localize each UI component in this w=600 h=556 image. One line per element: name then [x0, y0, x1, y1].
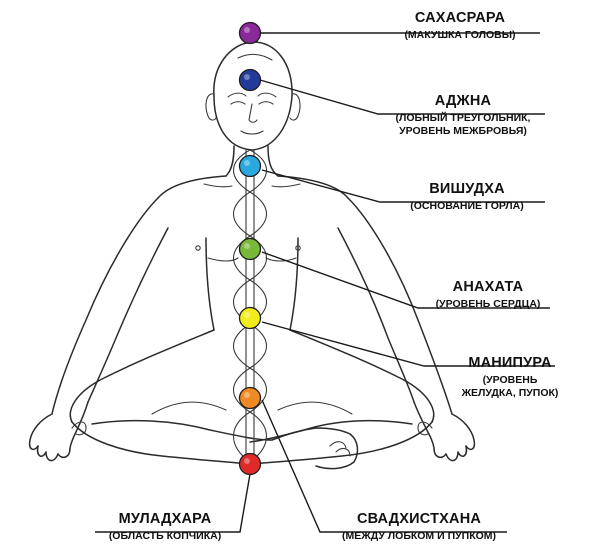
label-svadhisthana: СВАДХИСТХАНА (МЕЖДУ ЛОБКОМ И ПУПКОМ): [316, 511, 522, 543]
label-vishuddha: ВИШУДХА (ОСНОВАНИЕ ГОРЛА): [374, 181, 560, 213]
label-sahasrara: САХАСРАРА (МАКУШКА ГОЛОВЫ): [352, 10, 568, 42]
chakra-dot-highlight: [244, 243, 250, 249]
chakra-location: (ОСНОВАНИЕ ГОРЛА): [410, 200, 524, 213]
chakra-location: (ОБЛАСТЬ КОПЧИКА): [108, 530, 222, 543]
label-manipura: МАНИПУРА (УРОВЕНЬ ЖЕЛУДКА, ПУПОК): [444, 355, 576, 399]
chakra-dot-muladhara: [238, 452, 262, 476]
chakra-dot-highlight: [244, 392, 250, 398]
chakra-location: УРОВЕНЬ МЕЖБРОВЬЯ): [399, 124, 527, 137]
leader-anahata: [261, 251, 550, 309]
leader-ajna: [259, 79, 545, 115]
chakra-location: (УРОВЕНЬ СЕРДЦА): [435, 298, 541, 311]
label-anahata: АНАХАТА (УРОВЕНЬ СЕРДЦА): [412, 279, 564, 311]
chakra-dot-svadhisthana: [238, 386, 262, 410]
arms-sketch: [51, 197, 453, 415]
chakra-name: ВИШУДХА: [429, 181, 505, 197]
chakra-location: (УРОВЕНЬ: [482, 374, 538, 387]
chakra-dot-ajna: [238, 68, 262, 92]
leader-muladhara: [95, 473, 251, 533]
chakra-name: СВАДХИСТХАНА: [356, 511, 482, 527]
chakra-location: (МАКУШКА ГОЛОВЫ): [404, 29, 516, 42]
label-ajna: АДЖНА (ЛОБНЫЙ ТРЕУГОЛЬНИК, УРОВЕНЬ МЕЖБР…: [366, 93, 560, 137]
chakra-dot-highlight: [244, 312, 250, 318]
head-sketch: [205, 41, 301, 151]
chakra-location: ЖЕЛУДКА, ПУПОК): [461, 386, 559, 399]
chakra-name: АДЖНА: [434, 93, 492, 109]
chakra-dots: [238, 21, 262, 476]
legs-sketch: [69, 329, 435, 470]
chakra-dot-sahasrara: [238, 21, 262, 45]
chakra-location: (ЛОБНЫЙ ТРЕУГОЛЬНИК,: [395, 112, 531, 125]
chakra-dot-manipura: [238, 306, 262, 330]
chakra-dot-highlight: [244, 160, 250, 166]
chakra-name: МАНИПУРА: [468, 355, 552, 371]
chakra-name: МУЛАДХАРА: [118, 511, 212, 527]
leader-lines: [95, 32, 555, 533]
chakra-dot-highlight: [244, 74, 250, 80]
chakra-dot-anahata: [238, 237, 262, 261]
leader-vishuddha: [261, 169, 545, 203]
chakra-name: САХАСРАРА: [414, 10, 506, 26]
chakra-location: (МЕЖДУ ЛОБКОМ И ПУПКОМ): [341, 530, 497, 543]
leader-manipura: [261, 321, 555, 367]
leader-svadhisthana: [261, 399, 507, 533]
chakra-name: АНАХАТА: [452, 279, 524, 295]
chakra-dot-highlight: [244, 27, 250, 33]
label-muladhara: МУЛАДХАРА (ОБЛАСТЬ КОПЧИКА): [90, 511, 240, 543]
chakra-dot-vishuddha: [238, 154, 262, 178]
nadi-channels: [233, 149, 267, 463]
hands-sketch: [28, 401, 476, 462]
chakra-dot-highlight: [244, 458, 250, 464]
